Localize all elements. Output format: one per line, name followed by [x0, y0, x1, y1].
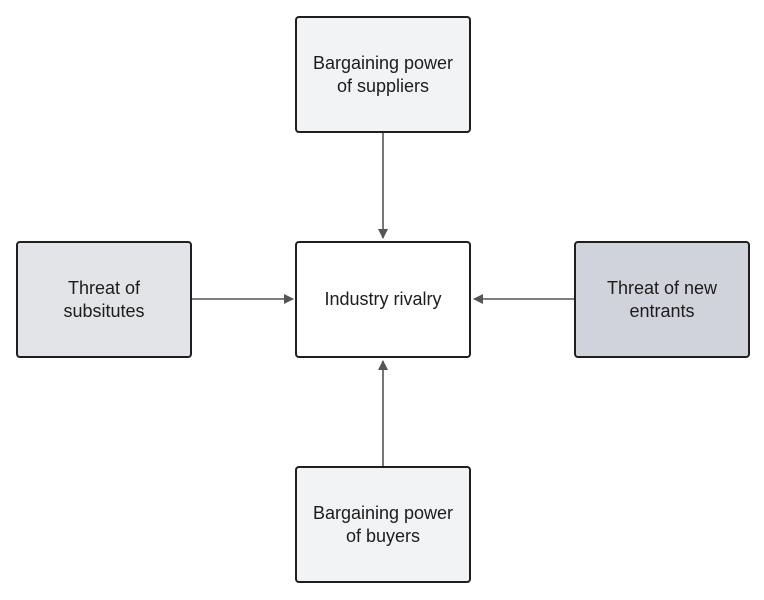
- node-label: Bargaining power of buyers: [312, 502, 454, 546]
- node-label: Bargaining power of suppliers: [312, 52, 454, 96]
- node-bargaining-power-of-suppliers: Bargaining power of suppliers: [295, 16, 471, 133]
- node-label: Threat of new entrants: [606, 277, 718, 321]
- node-bargaining-power-of-buyers: Bargaining power of buyers: [295, 466, 471, 583]
- node-label: Threat of subsitutes: [63, 277, 145, 321]
- node-industry-rivalry: Industry rivalry: [295, 241, 471, 358]
- node-label: Industry rivalry: [324, 289, 442, 309]
- node-threat-of-new-entrants: Threat of new entrants: [574, 241, 750, 358]
- node-threat-of-substitutes: Threat of subsitutes: [16, 241, 192, 358]
